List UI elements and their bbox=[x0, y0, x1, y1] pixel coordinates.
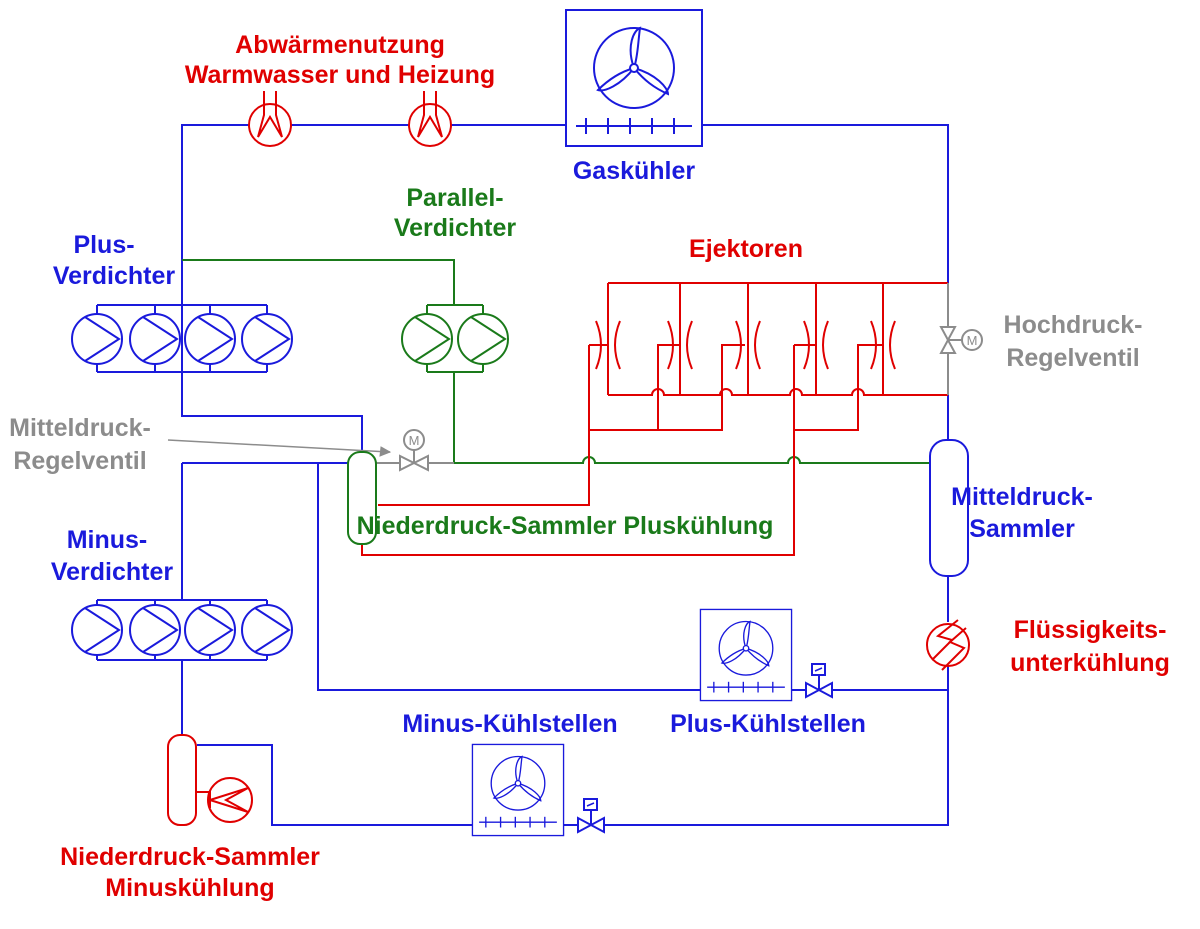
plus-cooling-unit bbox=[699, 608, 833, 702]
parallel-compressor-group bbox=[401, 313, 509, 365]
fan-icon bbox=[471, 743, 565, 837]
gas-cooler-label: Gaskühler bbox=[573, 157, 696, 185]
ejectors-label: Ejektoren bbox=[689, 235, 803, 263]
low-pressure-receiver-minus-label-2: Minuskühlung bbox=[105, 874, 274, 902]
medium-pressure-receiver-label-2: Sammler bbox=[969, 515, 1075, 543]
receiver-vessel-icon bbox=[347, 451, 377, 545]
medium-pressure-receiver bbox=[929, 439, 969, 577]
fan-icon bbox=[565, 9, 703, 147]
compressor-icon bbox=[241, 604, 293, 656]
low-pressure-receiver-minus-label-1: Niederdruck-Sammler bbox=[60, 843, 320, 871]
parallel-compressor-piping bbox=[182, 259, 930, 464]
heat-recovery-label-2: Warmwasser und Heizung bbox=[185, 61, 495, 89]
minus-cooling-unit bbox=[471, 743, 605, 837]
ejector-group bbox=[595, 320, 896, 370]
liquid-subcooling-label-2: unterkühlung bbox=[1010, 649, 1170, 677]
minus-compressor-label-1: Minus- bbox=[67, 526, 148, 554]
low-pressure-receiver-minus bbox=[167, 734, 253, 826]
low-pressure-receiver-plus-label: Niederdruck-Sammler Pluskühlung bbox=[357, 512, 774, 540]
compressor-icon bbox=[241, 313, 293, 365]
heat-exchanger-icon bbox=[248, 90, 292, 147]
gas-cooler bbox=[565, 9, 703, 147]
plus-cooling-points-label: Plus-Kühlstellen bbox=[670, 710, 866, 738]
minus-compressor-group bbox=[71, 604, 293, 656]
fan-icon bbox=[699, 608, 793, 702]
minus-cooling-points-label: Minus-Kühlstellen bbox=[402, 710, 617, 738]
heat-recovery-label-1: Abwärmenutzung bbox=[235, 31, 445, 59]
motor-icon bbox=[961, 329, 983, 351]
plus-compressor-label-1: Plus- bbox=[73, 231, 134, 259]
heat-exchanger-icon bbox=[408, 90, 452, 147]
compressor-icon bbox=[457, 313, 509, 365]
receiver-vessel-icon bbox=[929, 439, 969, 577]
high-pressure-control-valve: M bbox=[939, 326, 983, 354]
minus-compressor-label-2: Verdichter bbox=[51, 558, 174, 586]
plus-compressor-label-2: Verdichter bbox=[53, 262, 176, 290]
heat-recovery-exchanger-1 bbox=[248, 90, 292, 147]
heat-recovery-exchanger-2 bbox=[408, 90, 452, 147]
low-pressure-receiver-plus bbox=[347, 451, 377, 545]
receiver-vessel-icon bbox=[167, 734, 197, 826]
heat-exchanger-icon bbox=[207, 777, 253, 823]
compressor-icon bbox=[184, 313, 236, 365]
high-pressure-valve-label-2: Regelventil bbox=[1006, 344, 1139, 372]
compressor-icon bbox=[71, 313, 123, 365]
compressor-icon bbox=[129, 313, 181, 365]
liquid-subcooler bbox=[926, 619, 970, 671]
compressor-icon bbox=[401, 313, 453, 365]
motor-icon bbox=[403, 429, 425, 451]
medium-pressure-receiver-label-1: Mitteldruck- bbox=[951, 483, 1093, 511]
parallel-compressor-label-2: Verdichter bbox=[394, 214, 517, 242]
liquid-subcooling-label-1: Flüssigkeits- bbox=[1014, 616, 1167, 644]
parallel-compressor-label-1: Parallel- bbox=[406, 184, 503, 212]
middle-pressure-valve-label-2: Regelventil bbox=[13, 447, 146, 475]
motor-label: M bbox=[409, 433, 420, 448]
motor-label: M bbox=[967, 333, 978, 348]
compressor-icon bbox=[184, 604, 236, 656]
compressor-icon bbox=[129, 604, 181, 656]
compressor-icon bbox=[71, 604, 123, 656]
ejector-piping bbox=[361, 282, 948, 556]
middle-pressure-valve-label-1: Mitteldruck- bbox=[9, 414, 151, 442]
high-pressure-valve-label-1: Hochdruck- bbox=[1004, 311, 1143, 339]
